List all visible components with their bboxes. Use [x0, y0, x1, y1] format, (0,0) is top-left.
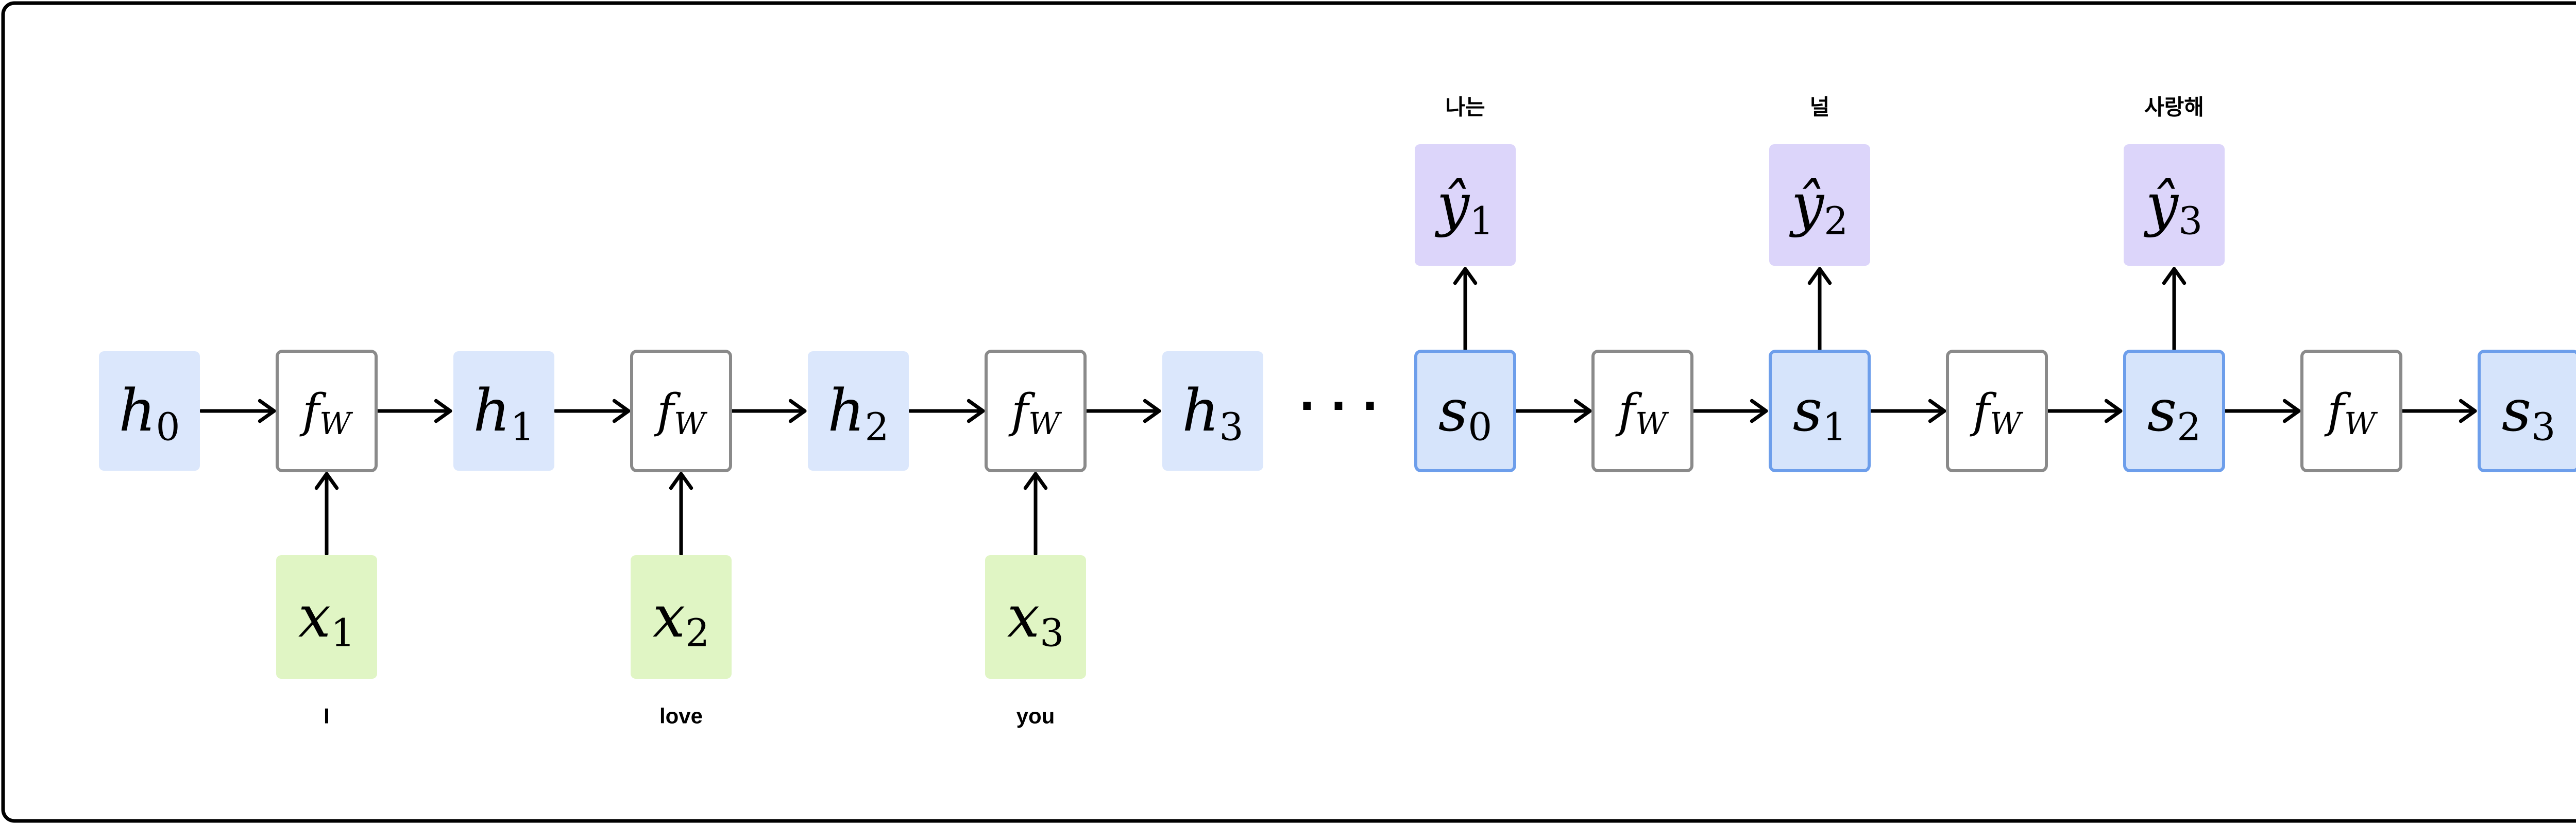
- hidden-state-h1: [453, 351, 554, 471]
- decoder-cell-fw-2: [1946, 350, 2048, 472]
- arrow-f-to-s3: [2400, 399, 2477, 423]
- decoder-label-s2: s2: [2147, 377, 2201, 449]
- output-label-y2-base: ŷ: [1789, 171, 1825, 238]
- arrows-layer: [199, 267, 2477, 556]
- output-label-y2-subscript: 2: [1824, 199, 1848, 243]
- hidden-label-h3-subscript: 3: [1219, 405, 1244, 449]
- output-label-y1: ŷ1: [1434, 171, 1494, 243]
- input-label-x3: x3: [1007, 583, 1064, 655]
- decoder-state-s2: [2123, 350, 2225, 472]
- output-label-y1-base: ŷ: [1434, 171, 1470, 238]
- decoder-state-s0: [1414, 350, 1516, 472]
- decoder-label-s0: s0: [1438, 377, 1493, 449]
- arrow-f-to-s1: [1691, 399, 1768, 423]
- input-label-x2: x2: [653, 583, 709, 655]
- output-label-y3: ŷ3: [2143, 171, 2202, 243]
- decoder-cell-fw-3: [2300, 350, 2402, 472]
- decoder-label-s1-base: s: [1793, 377, 1822, 444]
- decoder-cell-label-2-subscript: W: [1990, 406, 2024, 442]
- decoder-label-s3-base: s: [2502, 377, 2531, 444]
- hidden-label-h3-base: h: [1182, 377, 1219, 444]
- output-label-y3-base: ŷ: [2143, 171, 2179, 238]
- hidden-state-h0: [99, 351, 200, 471]
- encoder-cell-fw-3: [985, 350, 1087, 472]
- hidden-state-h3: [1162, 351, 1263, 471]
- output-word-3: 사랑해: [2144, 95, 2204, 119]
- arrow-h2-to-f: [908, 399, 985, 423]
- arrow-x2-to-f: [669, 472, 693, 556]
- output-y2: [1769, 144, 1870, 266]
- decoder-label-s0-subscript: 0: [1468, 405, 1492, 449]
- decoder-state-s1: [1769, 350, 1871, 472]
- hidden-label-h0-subscript: 0: [156, 405, 180, 449]
- output-word-1: 나는: [1445, 95, 1485, 119]
- encoder-cell-fw-2: [630, 350, 732, 472]
- output-word-2: 널: [1810, 95, 1830, 119]
- input-label-x2-base: x: [653, 583, 685, 650]
- input-label-x1-subscript: 1: [331, 611, 355, 655]
- hidden-label-h3: h3: [1182, 377, 1243, 449]
- arrow-s2-to-y3: [2162, 267, 2187, 352]
- decoder-label-s3-subscript: 3: [2531, 405, 2555, 449]
- hidden-label-h1: h1: [473, 377, 534, 449]
- arrow-f-to-h3: [1084, 399, 1161, 423]
- encoder-cell-label-1-subscript: W: [319, 406, 353, 442]
- input-label-x2-subscript: 2: [685, 611, 709, 655]
- decoder-label-s2-base: s: [2147, 377, 2177, 444]
- arrow-h1-to-f: [553, 399, 631, 423]
- input-x1: [276, 555, 377, 679]
- arrow-x1-to-f: [314, 472, 339, 556]
- input-label-x3-base: x: [1007, 583, 1040, 650]
- decoder-label-s1: s1: [1793, 377, 1847, 449]
- output-label-y3-subscript: 3: [2178, 199, 2202, 243]
- encoder-cell-label-1: fW: [299, 384, 353, 442]
- arrow-s0-to-y1: [1453, 267, 1478, 352]
- arrow-f-to-h1: [375, 399, 452, 423]
- decoder-cell-label-1-subscript: W: [1635, 406, 1669, 442]
- decoder-label-s1-subscript: 1: [1822, 405, 1846, 449]
- output-y3: [2124, 144, 2225, 266]
- arrow-s1-to-f: [1868, 399, 1946, 423]
- boxes-layer: [99, 144, 2576, 679]
- output-label-y1-subscript: 1: [1469, 199, 1494, 243]
- output-label-y2: ŷ2: [1789, 171, 1848, 243]
- input-label-x3-subscript: 3: [1040, 611, 1064, 655]
- hidden-label-h0: h0: [118, 377, 180, 449]
- input-label-x1: x1: [298, 583, 355, 655]
- arrow-s1-to-y2: [1807, 267, 1832, 352]
- encoder-cell-fw-1: [276, 350, 378, 472]
- arrow-s2-to-f: [2223, 399, 2301, 423]
- arrow-h0-to-f: [199, 399, 276, 423]
- input-x2: [631, 555, 732, 679]
- encoder-cell-label-2-subscript: W: [674, 406, 708, 442]
- hidden-label-h1-base: h: [473, 377, 510, 444]
- arrow-x3-to-f: [1023, 472, 1048, 556]
- input-word-1: I: [324, 704, 330, 728]
- decoder-label-s3: s3: [2502, 377, 2556, 449]
- hidden-label-h1-subscript: 1: [511, 405, 535, 449]
- arrow-f-to-s2: [2045, 399, 2123, 423]
- ellipsis: · · ·: [1299, 381, 1378, 431]
- input-label-x1-base: x: [298, 583, 331, 650]
- decoder-state-s3: [2478, 350, 2576, 472]
- input-word-3: you: [1016, 704, 1055, 728]
- decoder-cell-label-3-subscript: W: [2344, 406, 2378, 442]
- decoder-cell-fw-1: [1591, 350, 1693, 472]
- hidden-label-h2-base: h: [827, 377, 865, 444]
- decoder-label-s2-subscript: 2: [2177, 405, 2201, 449]
- hidden-label-h0-base: h: [118, 377, 156, 444]
- arrow-f-to-h2: [730, 399, 807, 423]
- input-x3: [985, 555, 1086, 679]
- hidden-label-h2: h2: [827, 377, 889, 449]
- input-word-2: love: [659, 704, 703, 728]
- decoder-label-s0-base: s: [1438, 377, 1468, 444]
- encoder-cell-label-3-subscript: W: [1028, 406, 1062, 442]
- output-y1: [1415, 144, 1516, 266]
- arrow-s0-to-f: [1514, 399, 1592, 423]
- hidden-state-h2: [808, 351, 909, 471]
- hidden-label-h2-subscript: 2: [865, 405, 889, 449]
